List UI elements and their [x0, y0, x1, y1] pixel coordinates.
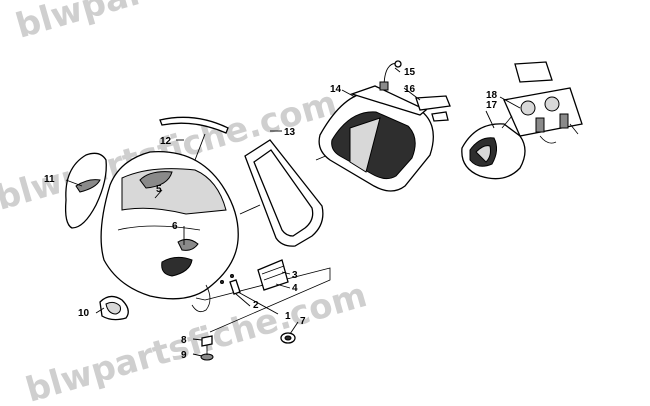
callout-10: 10	[78, 308, 90, 319]
part-11-side-shield	[64, 152, 107, 229]
part-18-throttle-assembly	[501, 61, 583, 144]
callout-7: 7	[300, 316, 306, 327]
part-15-sensor	[379, 60, 402, 91]
part-12-strip	[159, 116, 229, 161]
callout-1: 1	[285, 311, 291, 322]
callout-14: 14	[330, 84, 342, 95]
callout-3: 3	[292, 270, 298, 281]
callout-2: 2	[253, 300, 259, 311]
callout-6: 6	[172, 221, 178, 232]
callout-12: 12	[160, 136, 172, 147]
part-2-clip	[220, 274, 241, 295]
callout-8: 8	[181, 335, 187, 346]
part-14-air-box	[318, 85, 434, 192]
callout-15: 15	[404, 67, 416, 78]
watermark-top: blwpartsfiche.com	[11, 0, 361, 47]
main-hood-body	[100, 151, 239, 313]
part-7-grommet	[280, 332, 296, 344]
callout-11: 11	[44, 174, 55, 185]
callout-4: 4	[292, 283, 298, 294]
part-16-pad	[415, 95, 451, 122]
leader-lines	[65, 67, 521, 357]
part-17-duct	[461, 123, 526, 180]
part-8-bushing	[201, 335, 213, 347]
callout-labels: 1 2 3 4 5 6 7 8 9 10 11 12 13 14 15 16 1…	[44, 67, 498, 361]
callout-18: 18	[486, 90, 498, 101]
callout-16: 16	[404, 84, 416, 95]
part-3-louver	[257, 259, 289, 291]
part-10-vent-plate	[99, 295, 129, 321]
part-9-screw	[200, 345, 214, 361]
callout-5: 5	[156, 184, 162, 195]
callout-13: 13	[284, 127, 296, 138]
callout-9: 9	[181, 350, 187, 361]
callout-17: 17	[486, 100, 498, 111]
